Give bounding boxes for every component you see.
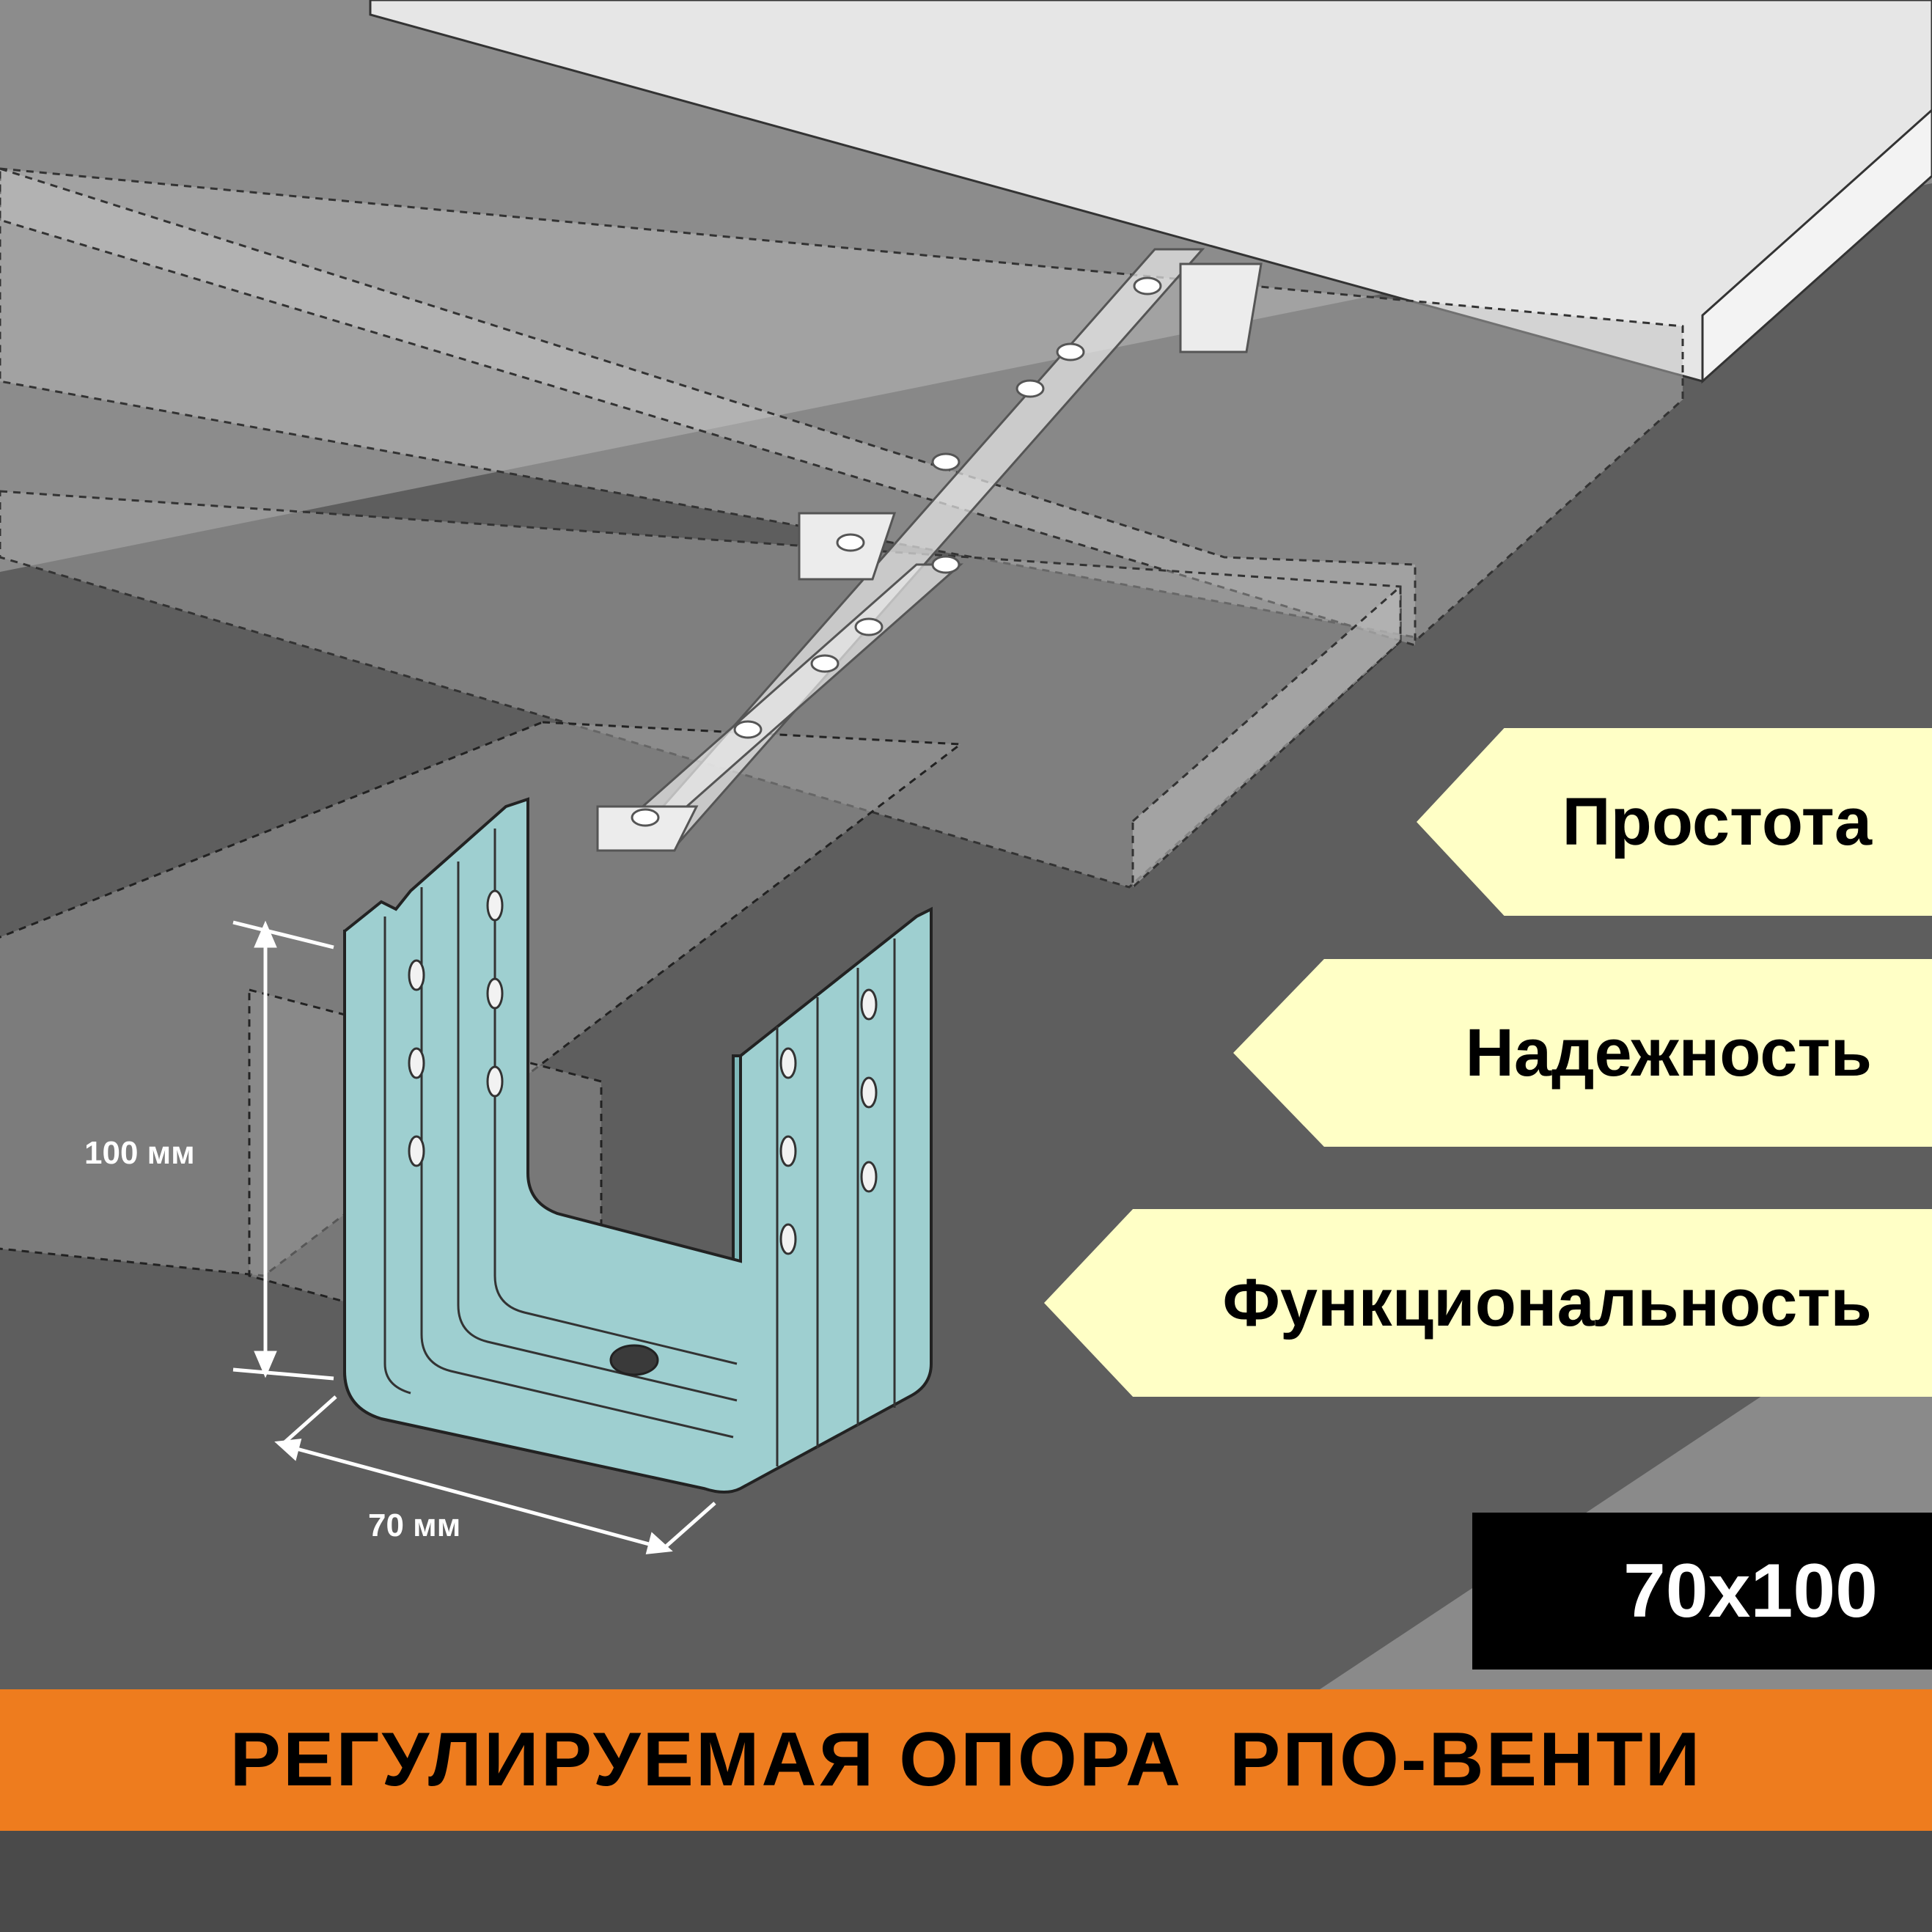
feature-badge-reliability: Надежность	[1233, 959, 1932, 1147]
dimension-lines	[232, 920, 716, 1554]
deck-board-middle	[0, 167, 1684, 639]
bracket-ribs	[383, 829, 896, 1466]
feature-badge-functionality: Функциональность	[1044, 1209, 1932, 1397]
strip-holes	[631, 276, 1162, 827]
feature-badge-simplicity: Простота	[1417, 728, 1932, 916]
bracket-base-hole	[609, 1344, 659, 1376]
product-title: РЕГУЛИРУЕМАЯ ОПОРА РПО-ВЕНТИ	[0, 1689, 1932, 1831]
deck-board-front-end	[1131, 584, 1402, 890]
strip-clip-1	[1179, 262, 1263, 353]
height-dimension-label: 100 мм	[84, 1135, 195, 1171]
u-bracket	[343, 797, 933, 1494]
size-badge: 70x100	[1472, 1513, 1932, 1670]
bottom-strip	[0, 1831, 1932, 1932]
width-dimension-label: 70 мм	[368, 1507, 461, 1543]
bracket-slots	[408, 889, 878, 1255]
deck-board-middle-top	[0, 167, 1417, 647]
strip-clip-3	[596, 805, 699, 852]
deck-board-end	[1701, 108, 1932, 384]
